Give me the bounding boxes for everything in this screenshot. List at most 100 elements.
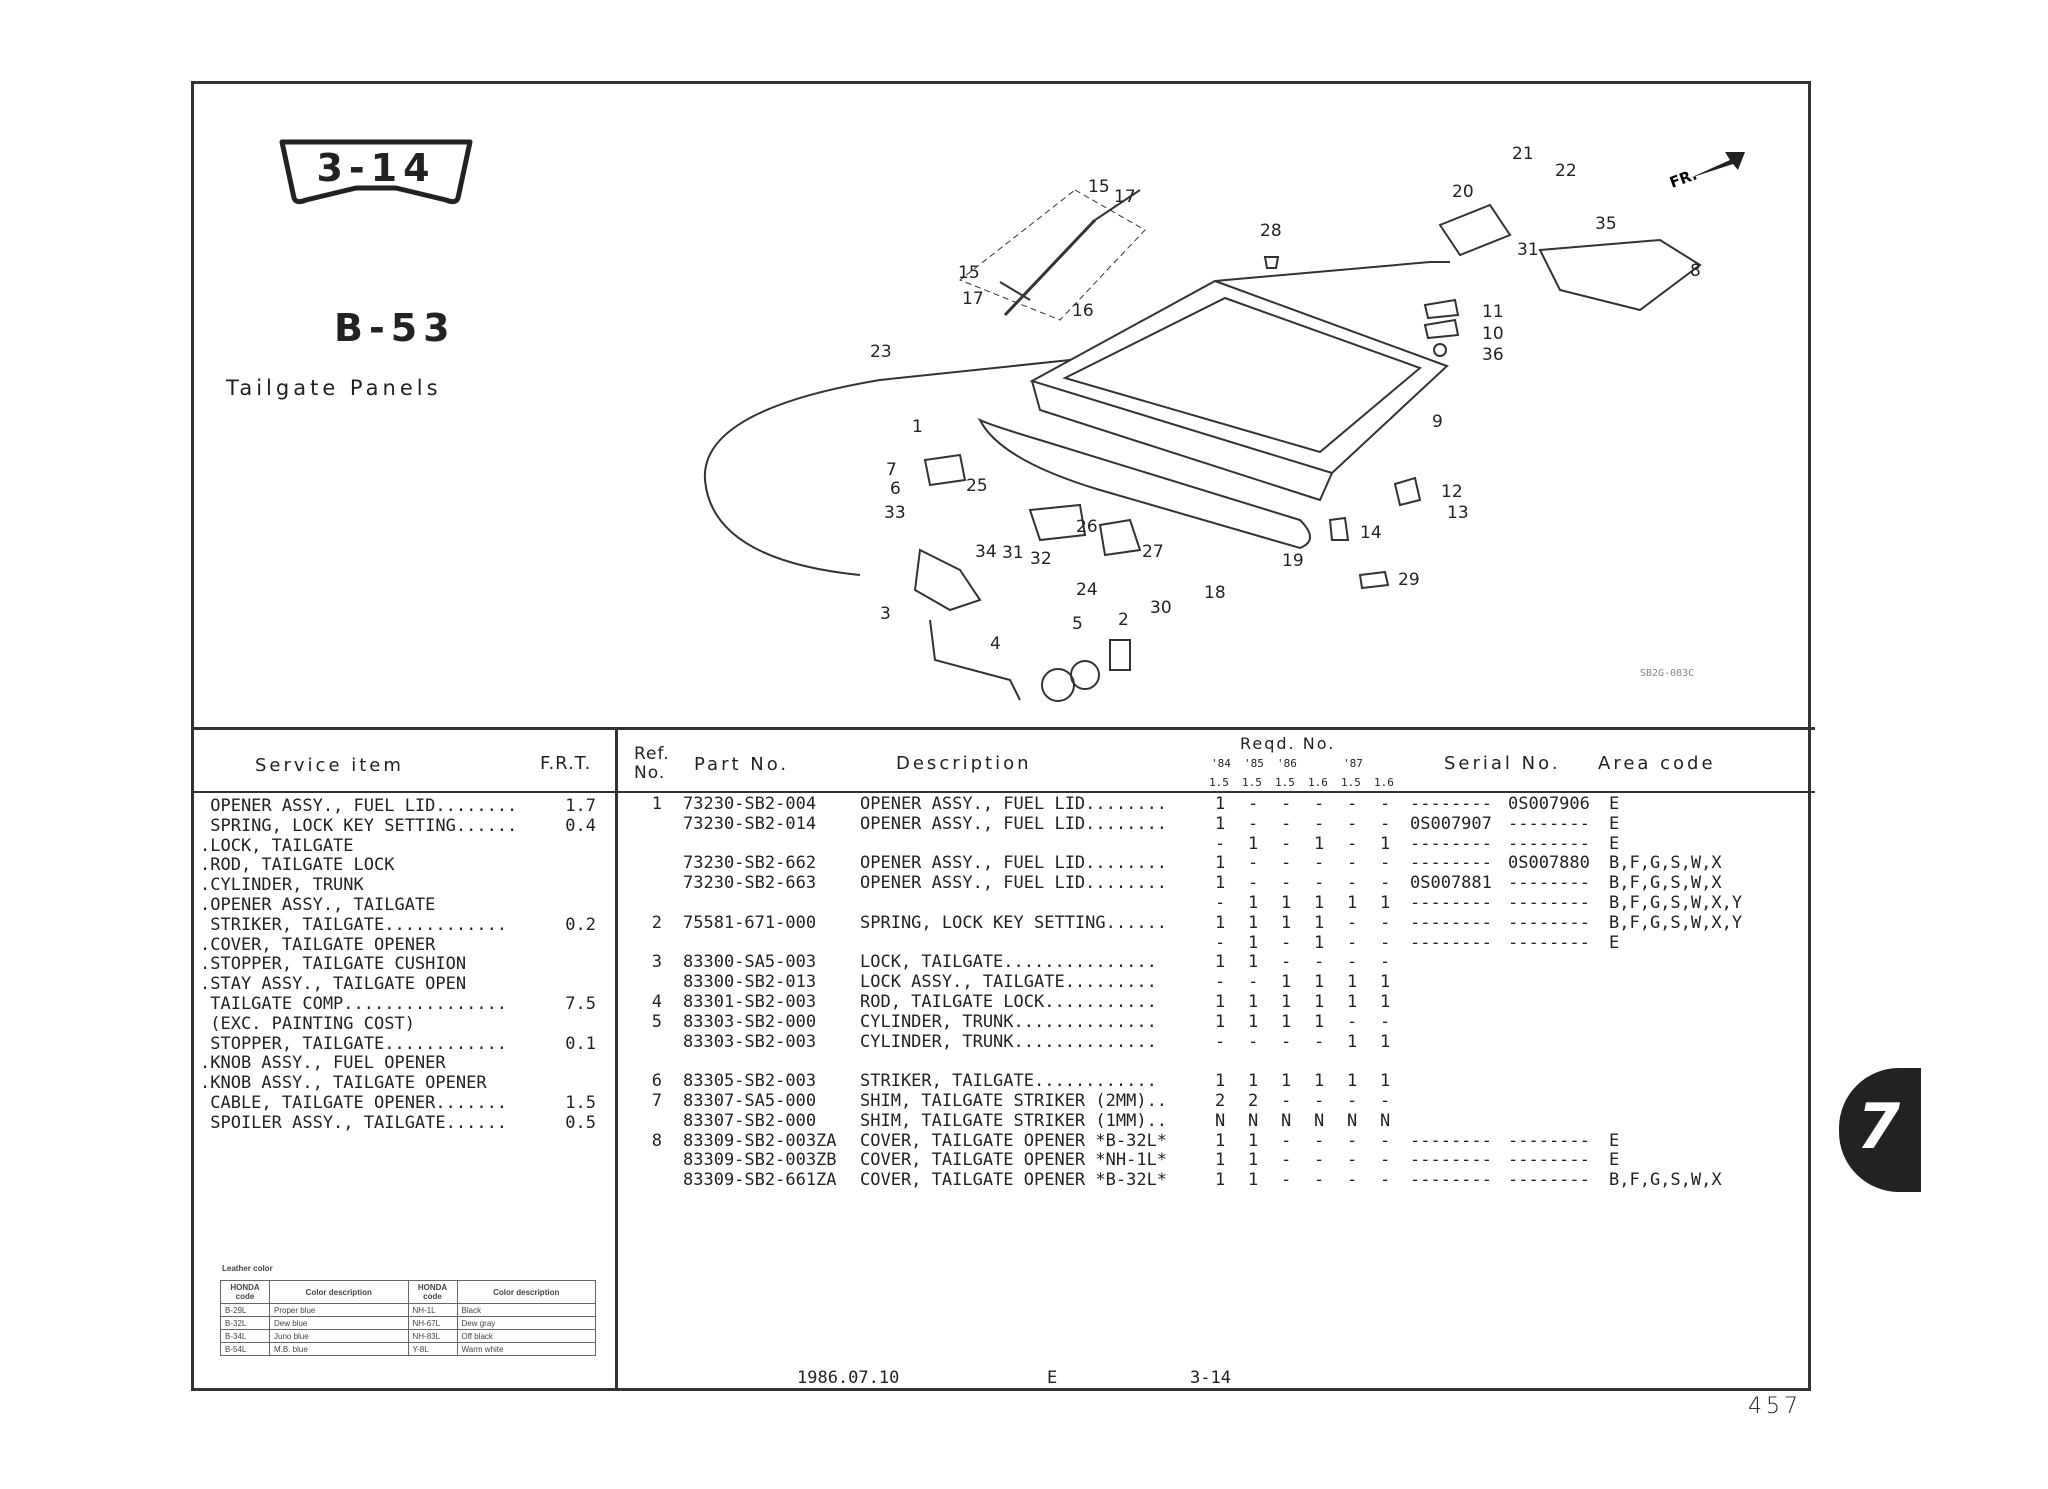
reqd-qty: -	[1347, 1170, 1358, 1191]
reqd-qty: 1	[1215, 1071, 1226, 1092]
reqd-qty: 1	[1215, 853, 1226, 874]
frt-value: 0.2	[565, 914, 596, 935]
reqd-qty: 2	[1248, 1091, 1259, 1111]
reqd-qty: 1	[1248, 992, 1259, 1012]
description: SPRING, LOCK KEY SETTING......	[860, 912, 1168, 933]
reqd-qty: 1	[1281, 1011, 1292, 1032]
reqd-qty: 1	[1314, 1071, 1325, 1092]
ref-no: 3	[651, 952, 662, 973]
reqd-qty: -	[1380, 912, 1391, 933]
reqd-qty: 1	[1347, 972, 1358, 993]
reqd-qty: 1	[1347, 1031, 1358, 1052]
reqd-qty: -	[1380, 853, 1391, 874]
callout-label: 2	[1118, 610, 1129, 630]
area-code: B,F,G,S,W,X,Y	[1609, 912, 1743, 933]
reqd-qty: -	[1347, 853, 1358, 874]
serial-to: --------	[1508, 1170, 1590, 1191]
description: STRIKER, TAILGATE............	[860, 1071, 1157, 1092]
reqd-qty: N	[1380, 1110, 1391, 1131]
reqd-qty: -	[1314, 952, 1325, 973]
reqd-qty: 1	[1314, 1011, 1325, 1032]
callout-label: 12	[1441, 482, 1463, 502]
callout-label: 32	[1030, 549, 1052, 569]
reqd-qty: 1	[1314, 912, 1325, 933]
part-no: 83305-SB2-003	[683, 1071, 817, 1092]
serial-to: --------	[1508, 833, 1590, 854]
callout-label: 15	[1088, 177, 1110, 197]
leather-cell: NH-83L	[407, 1329, 458, 1343]
engine-header: 1.5	[1242, 776, 1262, 789]
reqd-qty: 1	[1347, 992, 1358, 1012]
ref-no: 4	[651, 992, 662, 1012]
description: COVER, TAILGATE OPENER *NH-1L*	[860, 1150, 1168, 1171]
part-no: 83309-SB2-003ZA	[683, 1130, 837, 1151]
footer-date: 1986.07.10	[797, 1368, 900, 1388]
reqd-qty: -	[1281, 932, 1292, 953]
serial-from: --------	[1410, 853, 1492, 874]
leather-cell: B-32L	[220, 1316, 270, 1330]
reqd-qty: -	[1347, 1150, 1358, 1171]
reqd-qty: -	[1314, 1170, 1325, 1191]
reqd-qty: -	[1347, 794, 1358, 814]
leather-cell: Off black	[456, 1329, 596, 1343]
reqd-qty: 1	[1215, 912, 1226, 933]
cover	[1538, 238, 1702, 312]
reqd-qty: 1	[1215, 813, 1226, 834]
ref-header: Ref.	[634, 744, 670, 764]
callout-label: 17	[1114, 187, 1136, 207]
description: COVER, TAILGATE OPENER *B-32L*	[860, 1170, 1168, 1191]
callout-label: 22	[1555, 161, 1577, 181]
part-no: 75581-671-000	[683, 912, 817, 933]
description: SHIM, TAILGATE STRIKER (1MM)..	[860, 1110, 1168, 1131]
reqd-qty: -	[1380, 1130, 1391, 1151]
reqd-qty: 1	[1380, 972, 1391, 993]
reqd-qty: -	[1347, 833, 1358, 854]
area-code: E	[1609, 932, 1620, 953]
reqd-qty: -	[1281, 853, 1292, 874]
reqd-qty: -	[1380, 794, 1391, 814]
reqd-qty: -	[1380, 813, 1391, 834]
reqd-qty: 1	[1248, 1011, 1259, 1032]
reqd-qty: -	[1347, 932, 1358, 953]
footer-edition: E	[1047, 1368, 1058, 1388]
callout-label: 7	[886, 460, 897, 480]
reqd-qty: 1	[1248, 1071, 1259, 1092]
callout-label: 26	[1076, 517, 1098, 537]
reqd-qty: 1	[1380, 833, 1391, 854]
reqd-qty: 1	[1215, 1170, 1226, 1191]
reqd-qty: 1	[1248, 912, 1259, 933]
callout-label: 23	[870, 342, 892, 362]
header: Color description	[269, 1280, 409, 1304]
callout-label: 6	[890, 479, 901, 499]
frt-value: 0.1	[565, 1033, 596, 1054]
callout-label: 17	[962, 289, 984, 309]
reqd-qty: 1	[1281, 912, 1292, 933]
service-item: STOPPER, TAILGATE............	[200, 1033, 508, 1054]
reqd-qty: -	[1347, 1130, 1358, 1151]
serial-to: --------	[1508, 1150, 1590, 1171]
header: Color description	[456, 1280, 596, 1304]
reqd-qty: -	[1380, 1150, 1391, 1171]
reqd-qty: -	[1248, 853, 1259, 874]
service-item: .STAY ASSY., TAILGATE OPEN	[200, 974, 467, 995]
service-item: OPENER ASSY., FUEL LID........	[200, 796, 518, 816]
frt-value: 1.5	[565, 1093, 596, 1113]
service-item: .KNOB ASSY., TAILGATE OPENER	[200, 1073, 487, 1094]
callout-label: 3	[880, 604, 891, 624]
ref-no: 2	[651, 912, 662, 933]
reqd-qty: -	[1314, 853, 1325, 874]
area-code: B,F,G,S,W,X	[1609, 873, 1722, 894]
description: OPENER ASSY., FUEL LID........	[860, 873, 1168, 894]
reqd-qty: 1	[1314, 833, 1325, 854]
part-no: 83301-SB2-003	[683, 992, 817, 1012]
leather-cell: B-54L	[220, 1342, 270, 1356]
reqd-qty: -	[1347, 1091, 1358, 1111]
service-item: .ROD, TAILGATE LOCK	[200, 855, 395, 876]
serial-from: 0S007881	[1410, 873, 1492, 894]
leather-color-table: HONDA code Color description HONDA code …	[220, 1280, 596, 1356]
description-header: Description	[896, 753, 1032, 774]
engine-header: 1.6	[1308, 776, 1328, 789]
reqd-qty: 1	[1347, 1071, 1358, 1092]
reqd-qty: 1	[1314, 932, 1325, 953]
